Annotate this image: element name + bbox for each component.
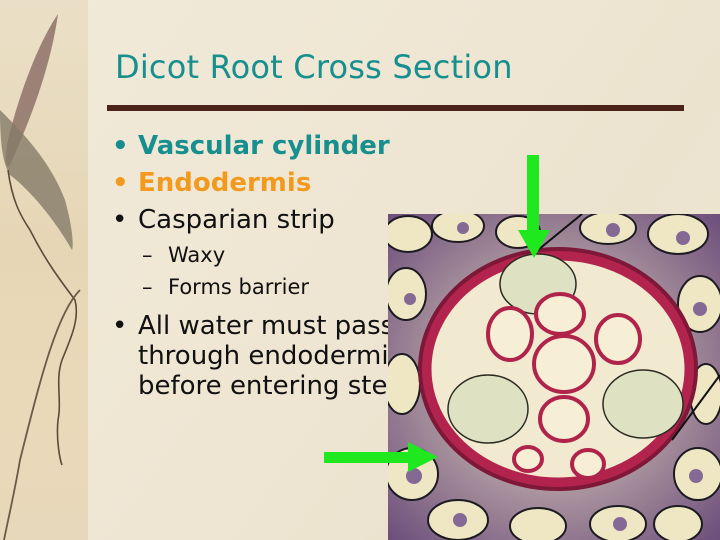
bullet-water-passage: All water must pass through endodermis b… (112, 311, 412, 401)
arrow-down-vascular-cylinder (527, 155, 539, 233)
slide-title: Dicot Root Cross Section (115, 48, 513, 86)
bullet-endodermis: Endodermis (112, 165, 412, 202)
micrograph-image (388, 214, 720, 540)
sub-bullet-waxy: Waxy (112, 239, 412, 271)
bullet-vascular-cylinder: Vascular cylinder (112, 128, 412, 165)
arrow-down-head-icon (518, 230, 550, 258)
arrow-right-head-icon (408, 442, 438, 472)
decorative-leaf-strip (0, 0, 88, 540)
bullet-casparian-strip: Casparian strip (112, 202, 412, 239)
root-micrograph (388, 214, 720, 540)
leaf-branch-icon (0, 14, 81, 540)
title-divider (107, 105, 684, 111)
arrow-right-endodermis (324, 452, 412, 463)
bullet-list: Vascular cylinder Endodermis Casparian s… (112, 128, 412, 401)
sub-bullet-forms-barrier: Forms barrier (112, 271, 412, 303)
